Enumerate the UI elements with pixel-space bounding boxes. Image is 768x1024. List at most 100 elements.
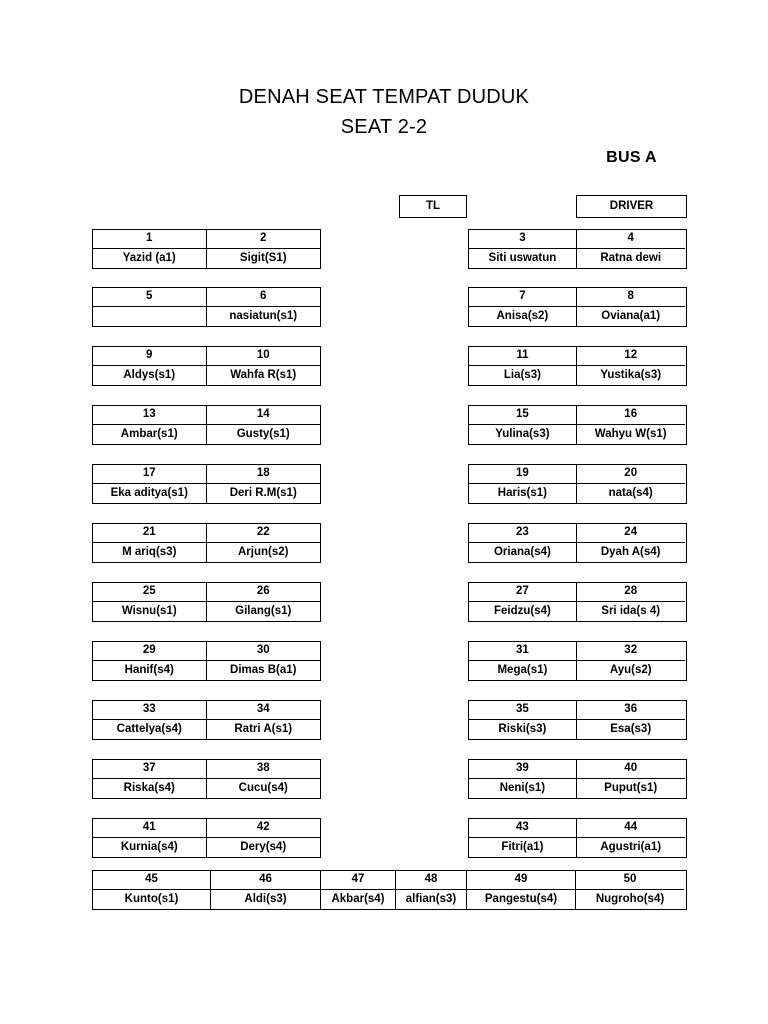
seat-number: 21 (93, 524, 206, 543)
seat-number: 49 (467, 871, 575, 890)
seat-number: 25 (93, 583, 206, 602)
seat-passenger-name: Pangestu(s4) (484, 892, 558, 905)
seat-number: 13 (93, 406, 206, 425)
seat-number: 22 (206, 524, 320, 543)
title-line-primary: DENAH SEAT TEMPAT DUDUK (238, 86, 530, 108)
driver-box: DRIVER (576, 195, 687, 218)
seat-number: 36 (576, 701, 685, 720)
seat-number: 6 (206, 288, 320, 307)
seat-number: 43 (469, 819, 576, 838)
seat-cell-6[interactable]: 6 nasiatun(s1) (206, 288, 320, 326)
seat-passenger-name: Oviana(a1) (601, 309, 661, 322)
seat-passenger-name: Gilang(s1) (235, 604, 292, 617)
tour-leader-box: TL (399, 195, 467, 218)
title-line-secondary: SEAT 2-2 (340, 116, 428, 138)
seat-number: 26 (206, 583, 320, 602)
seat-number: 1 (93, 230, 206, 249)
seat-passenger-name: Aldi(s3) (244, 892, 287, 905)
seat-cell-48[interactable]: 48 alfian(s3) (396, 871, 467, 909)
seat-passenger-name: Ratri A(s1) (234, 722, 293, 735)
seat-passenger-name: Gusty(s1) (236, 427, 290, 440)
seat-passenger-name: Akbar(s4) (331, 892, 385, 905)
seat-number: 45 (93, 871, 210, 890)
seat-number: 3 (469, 230, 576, 249)
seat-passenger-name: Fitri(a1) (501, 840, 544, 853)
seat-number: 8 (576, 288, 685, 307)
seat-number: 31 (469, 642, 576, 661)
seat-number: 46 (211, 871, 320, 890)
seat-number: 48 (396, 871, 466, 890)
seat-passenger-name: Dery(s4) (240, 840, 287, 853)
seat-passenger-name: Dimas B(a1) (230, 663, 297, 676)
seat-passenger-name: alfian(s3) (405, 892, 457, 905)
seat-passenger-name: Sri ida(s 4) (601, 604, 661, 617)
seat-passenger-name: Riska(s4) (123, 781, 175, 794)
seat-number: 16 (576, 406, 685, 425)
seat-number: 47 (321, 871, 395, 890)
seat-number: 40 (576, 760, 685, 779)
seat-passenger-name: Ratna dewi (600, 251, 662, 264)
seat-passenger-name: nasiatun(s1) (229, 309, 298, 322)
seat-cell-5[interactable]: 5 (93, 288, 207, 326)
seat-number: 14 (206, 406, 320, 425)
seat-number: 27 (469, 583, 576, 602)
seat-number: 11 (469, 347, 576, 366)
